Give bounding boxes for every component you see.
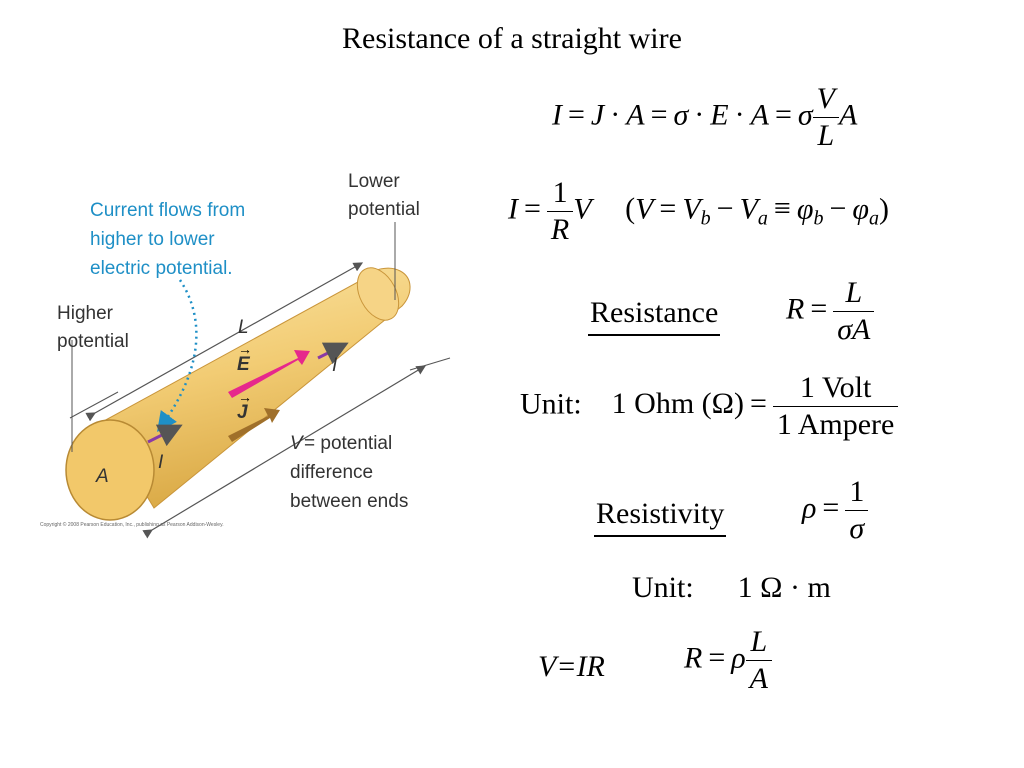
slide-title: Resistance of a straight wire xyxy=(342,22,682,55)
current-label-right: I xyxy=(332,355,338,376)
current-density-arrow xyxy=(228,408,280,442)
area-label: A xyxy=(96,466,109,487)
field-arrow xyxy=(228,350,310,398)
equation-ohms-law: V=IR xyxy=(538,650,605,683)
current-caption-line-1: Current flows from xyxy=(90,200,246,221)
current-caption-line-2: higher to lower xyxy=(90,229,215,250)
field-vector-mark: → xyxy=(238,343,252,358)
higher-potential-label-2: potential xyxy=(57,331,129,352)
current-density-label: J xyxy=(237,402,248,423)
lower-potential-label-2: potential xyxy=(348,199,420,220)
length-dimension xyxy=(85,262,364,422)
length-label: L xyxy=(238,317,249,338)
current-caption-pointer xyxy=(157,279,198,433)
higher-potential-label-1: Higher xyxy=(57,303,113,324)
voltage-dimension xyxy=(142,365,427,539)
current-arrow-left xyxy=(147,424,183,447)
field-label: E xyxy=(237,354,250,375)
voltage-label: V xyxy=(290,433,303,454)
resistivity-label: Resistivity xyxy=(594,499,727,537)
lower-potential-label-1: Lower xyxy=(348,171,400,192)
voltage-desc-3: between ends xyxy=(290,491,409,512)
current-arrow-right xyxy=(317,342,349,365)
equation-resistivity-unit: Unit:1 Ω · m xyxy=(632,571,831,604)
current-label-left: I xyxy=(158,452,164,473)
current-caption-line-3: electric potential. xyxy=(90,258,233,279)
resistance-label: Resistance xyxy=(588,298,721,336)
density-vector-mark: → xyxy=(238,391,252,406)
copyright-text: Copyright © 2008 Pearson Education, Inc.… xyxy=(40,522,224,528)
wire-diagram xyxy=(65,222,451,539)
voltage-desc-1: = potential xyxy=(304,433,393,454)
voltage-desc-2: difference xyxy=(290,462,374,483)
